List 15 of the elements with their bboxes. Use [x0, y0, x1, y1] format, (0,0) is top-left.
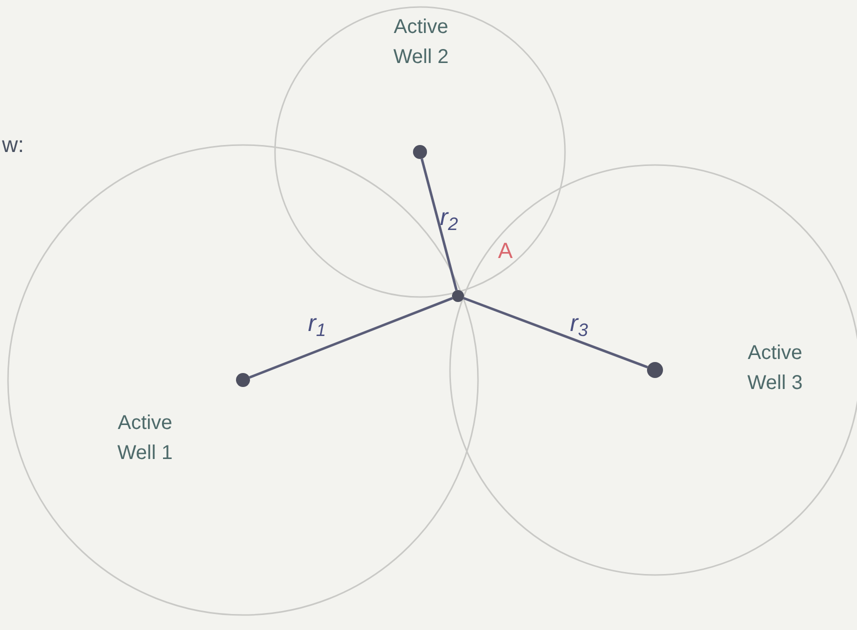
text-label: A: [498, 237, 513, 265]
well-point: [647, 362, 663, 378]
edge-label: r$_{2}$: [440, 203, 458, 236]
edge-label: r$_{3}$: [570, 309, 588, 342]
well-point: [413, 145, 427, 159]
text-label: w:: [2, 131, 24, 159]
radius-line: [249, 297, 453, 379]
text-label: Active Well 2: [392, 15, 450, 70]
radius-line: [463, 296, 648, 368]
text-label: Active Well 3: [746, 341, 804, 396]
edge-label: r$_{1}$: [308, 309, 326, 342]
well-point: [236, 373, 250, 387]
text-label: Active Well 1: [116, 411, 174, 466]
radius-line: [420, 158, 458, 291]
well-point: [452, 290, 464, 302]
